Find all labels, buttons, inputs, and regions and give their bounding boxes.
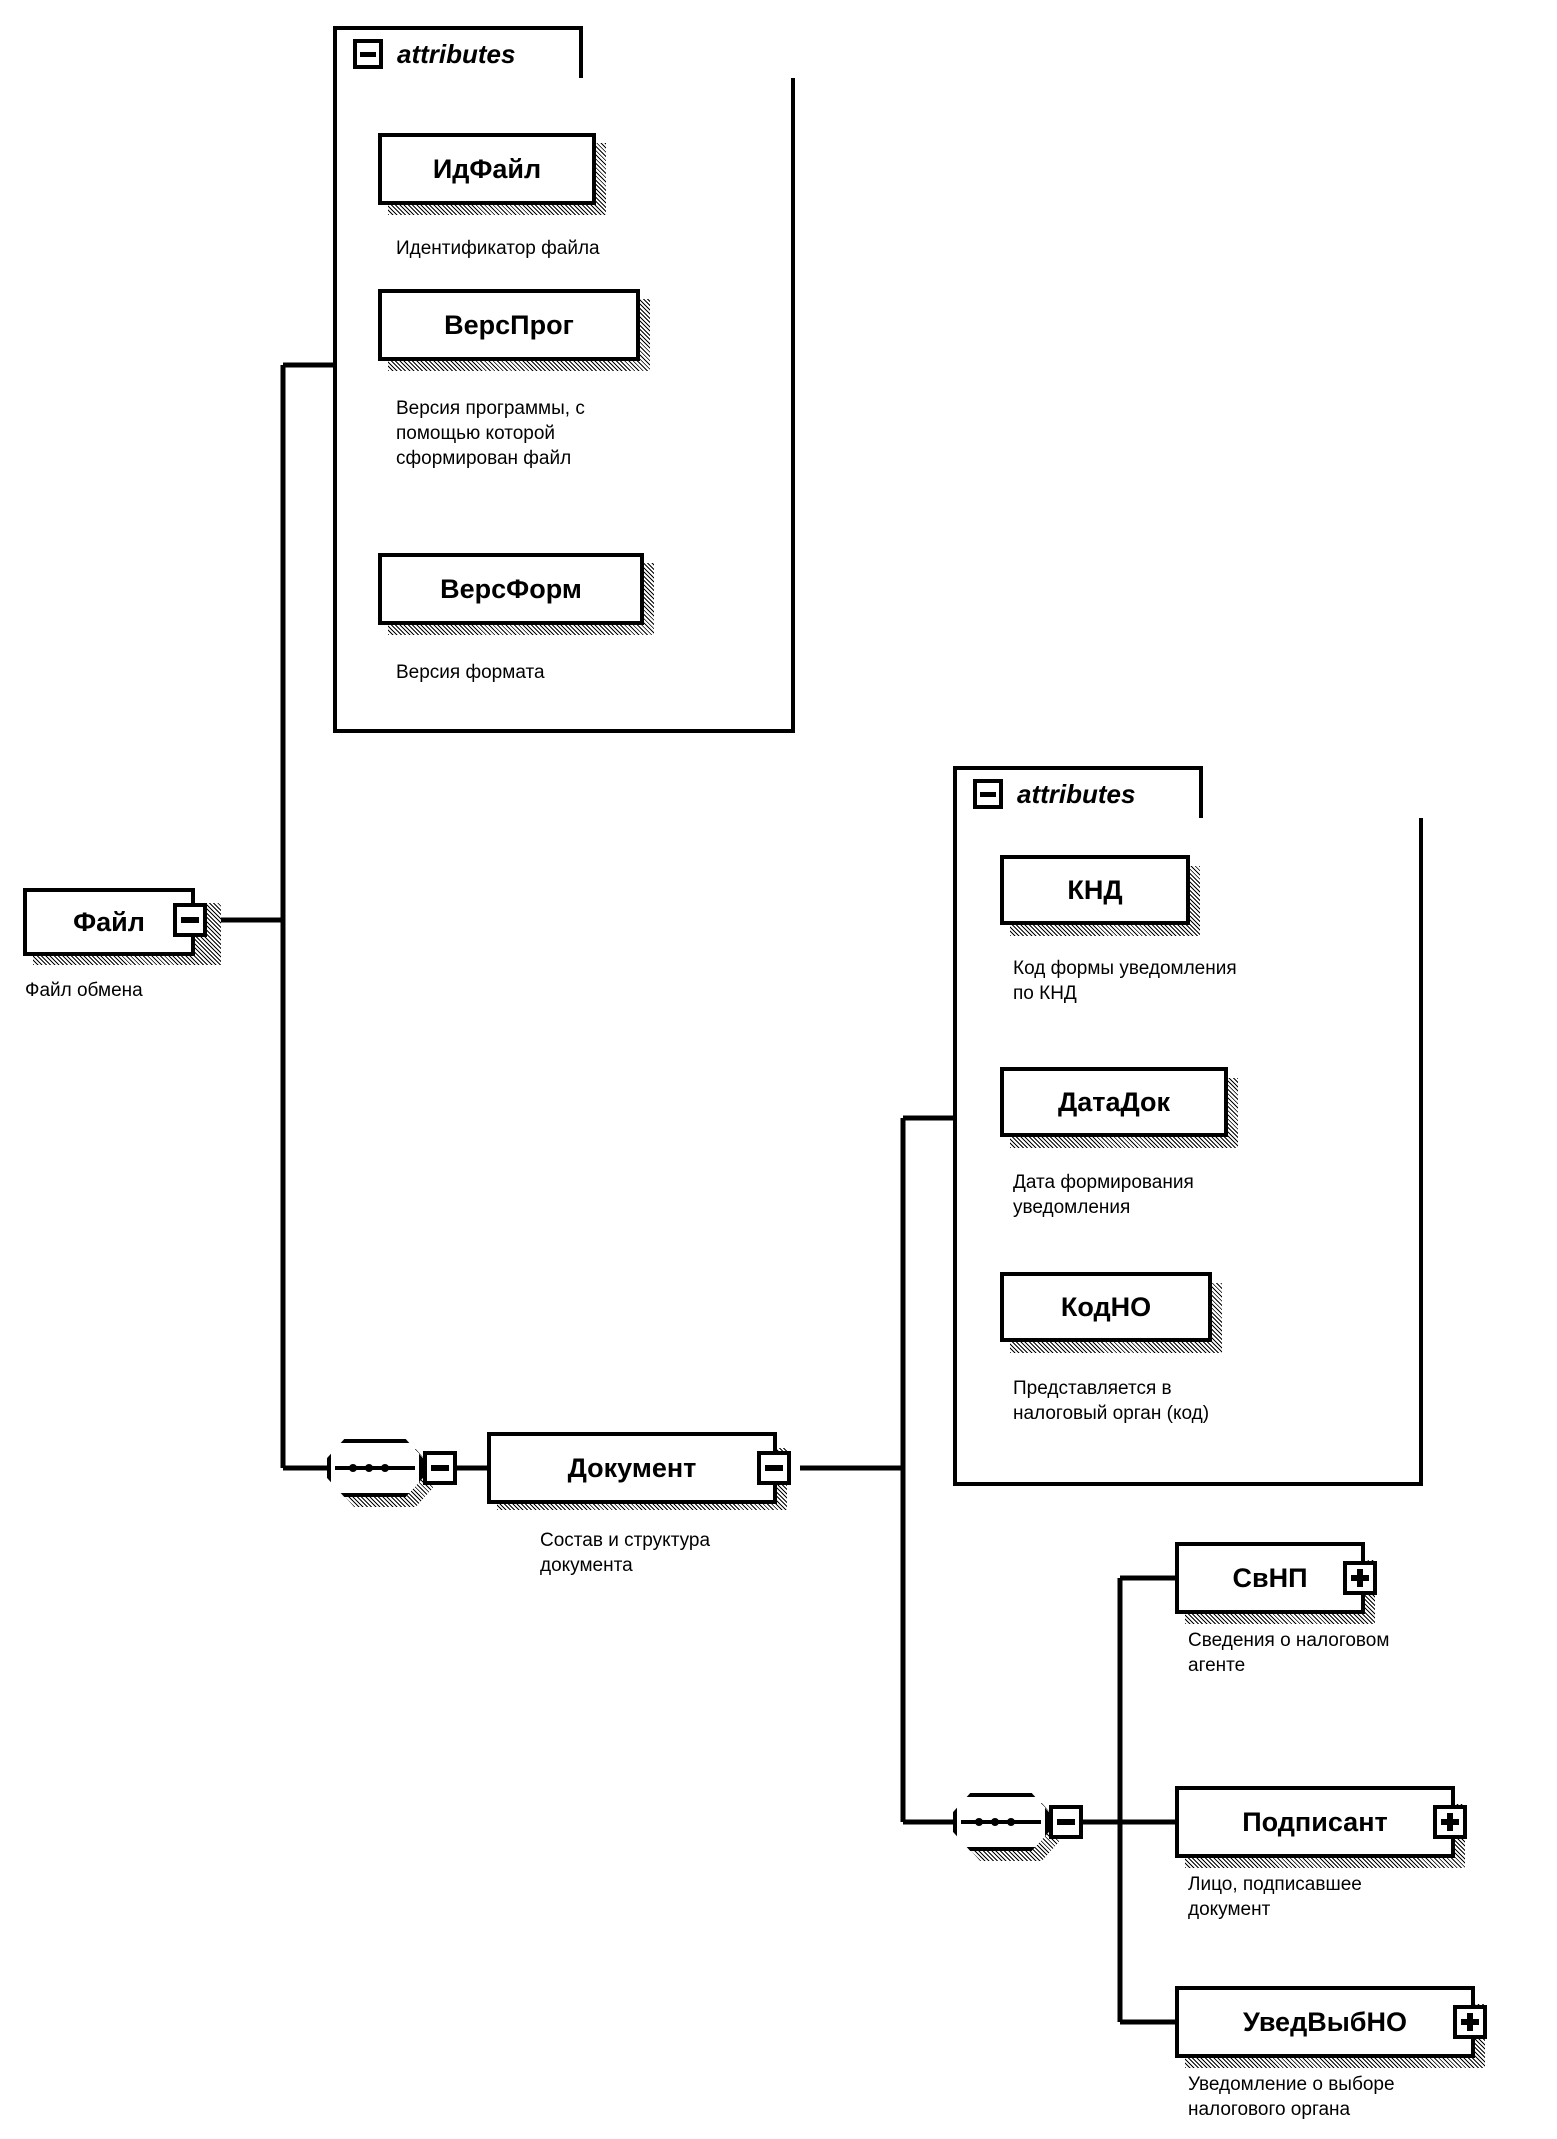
attribute-node-versform[interactable]: ВерсФорм [378, 553, 644, 625]
attributes-label: attributes [397, 38, 516, 69]
attribute-node-versprog[interactable]: ВерсПрог [378, 289, 640, 361]
element-label: Документ [567, 1452, 697, 1483]
sequence-connector-file[interactable] [327, 1439, 423, 1497]
collapse-icon[interactable] [353, 39, 383, 69]
sequence-dots-icon [975, 1818, 1027, 1826]
element-node-svnp[interactable]: СвНП [1175, 1542, 1365, 1614]
sequence-bar [335, 1466, 415, 1470]
sequence-dots-icon [349, 1464, 401, 1472]
expander-minus-sequence-document[interactable] [1049, 1805, 1083, 1839]
element-node-dokument[interactable]: Документ [487, 1432, 777, 1504]
element-label: Подписант [1242, 1806, 1388, 1837]
attribute-label: ДатаДок [1057, 1086, 1171, 1117]
expander-plus-podpisant[interactable] [1433, 1805, 1467, 1839]
element-description: Уведомление о выборе налогового органа [1188, 2074, 1395, 2121]
attribute-node-knd[interactable]: КНД [1000, 855, 1190, 925]
attribute-label: ВерсФорм [440, 573, 582, 604]
attribute-description: Версия формата [396, 662, 545, 683]
element-label: Файл [73, 906, 145, 937]
file-attributes-header[interactable]: attributes [333, 26, 583, 78]
expander-minus-fajl[interactable] [173, 903, 207, 937]
document-attributes-header[interactable]: attributes [953, 766, 1203, 818]
element-node-fajl[interactable]: Файл [23, 888, 195, 956]
attribute-label: ВерсПрог [444, 309, 574, 340]
expander-minus-sequence-file[interactable] [423, 1451, 457, 1485]
attribute-node-idfajl[interactable]: ИдФайл [378, 133, 596, 205]
element-description: Состав и структура документа [540, 1530, 711, 1577]
attributes-label: attributes [1017, 778, 1136, 809]
element-description: Файл обмена [25, 980, 143, 1001]
element-node-uvedvybno[interactable]: УведВыбНО [1175, 1986, 1475, 2058]
collapse-icon[interactable] [973, 779, 1003, 809]
attribute-label: ИдФайл [432, 153, 542, 184]
element-label: УведВыбНО [1243, 2006, 1407, 2037]
element-description: Лицо, подписавшее документ [1188, 1874, 1362, 1921]
expander-plus-uvedvybno[interactable] [1453, 2005, 1487, 2039]
attribute-description: Код формы уведомления по КНД [1013, 958, 1237, 1005]
element-description: Сведения о налоговом агенте [1188, 1630, 1390, 1677]
element-node-podpisant[interactable]: Подписант [1175, 1786, 1455, 1858]
attribute-description: Представляется в налоговый орган (код) [1013, 1378, 1210, 1425]
attribute-description: Версия программы, с помощью которой сфор… [396, 398, 585, 470]
attribute-node-datadok[interactable]: ДатаДок [1000, 1067, 1228, 1137]
attribute-description: Идентификатор файла [396, 238, 600, 259]
sequence-connector-document[interactable] [953, 1793, 1049, 1851]
sequence-bar [961, 1820, 1041, 1824]
expander-minus-dokument[interactable] [757, 1451, 791, 1485]
expander-plus-svnp[interactable] [1343, 1561, 1377, 1595]
attribute-description: Дата формирования уведомления [1013, 1172, 1194, 1219]
attribute-label: КодНО [1060, 1291, 1152, 1322]
attribute-label: КНД [1067, 874, 1123, 905]
file-attributes-group [333, 78, 795, 733]
document-attributes-group [953, 818, 1423, 1486]
element-label: СвНП [1232, 1562, 1308, 1593]
attribute-node-kodno[interactable]: КодНО [1000, 1272, 1212, 1342]
